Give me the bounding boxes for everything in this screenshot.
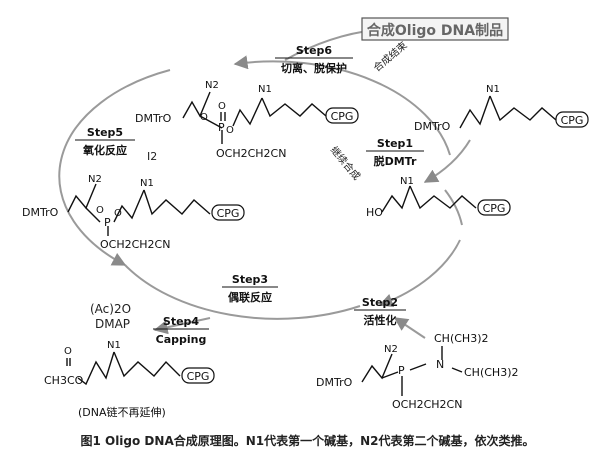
top-o-left: O — [200, 112, 208, 123]
top-o-right: O — [226, 125, 234, 136]
left-o-left: O — [96, 205, 104, 216]
capped-cpg-bead — [181, 367, 215, 384]
step5-reagent: I2 — [147, 150, 157, 163]
step3-title: Step3 — [232, 273, 268, 286]
left-dmtr: DMTrO — [22, 206, 59, 219]
step6-desc: 切离、脱保护 — [281, 61, 347, 75]
step1-note: 继续合成 — [328, 144, 364, 183]
capped-n1: N1 — [107, 340, 121, 351]
arc-step5-to-step3 — [58, 69, 171, 266]
molecule-oxidized-dimer — [182, 91, 327, 144]
step6-note: 合成结束 — [371, 39, 410, 75]
arrow-step1 — [423, 139, 471, 183]
amidite-isopropyl-right: CH(CH3)2 — [464, 366, 518, 379]
amidite-n2: N2 — [384, 344, 398, 355]
molecule-phosphite-dimer — [67, 183, 211, 236]
top-n2: N2 — [205, 80, 219, 91]
arc-step1-bottom — [444, 189, 463, 226]
figure-caption: 图1 Oligo DNA合成原理图。N1代表第一个碱基，N2代表第二个碱基，依次… — [80, 434, 535, 448]
step5-desc: 氧化反应 — [82, 143, 127, 157]
step4-title: Step4 — [163, 315, 200, 328]
left-cyanoethyl: OCH2CH2CN — [100, 238, 170, 251]
molecule-capped — [66, 351, 181, 386]
step5-label: Step5 氧化反应 — [75, 126, 135, 157]
top-cpg: CPG — [331, 110, 354, 123]
left-o-right: O — [114, 208, 122, 219]
left-n2: N2 — [88, 174, 102, 185]
arc-step3 — [124, 264, 361, 320]
top-cyanoethyl: OCH2CH2CN — [216, 147, 286, 160]
capped-cpg: CPG — [187, 370, 210, 383]
step2-label: Step2 活性化 — [354, 296, 406, 327]
step6-title: Step6 — [296, 44, 333, 57]
left-n1: N1 — [140, 178, 154, 189]
start-cpg: CPG — [561, 114, 584, 127]
top-dmtr: DMTrO — [135, 112, 172, 125]
capped-note: (DNA链不再延伸) — [78, 405, 166, 419]
step1-desc: 脱DMTr — [374, 154, 417, 168]
step4-label: Step4 Capping — [153, 315, 209, 346]
arc-step2 — [378, 239, 461, 308]
left-cpg-bead — [211, 204, 245, 221]
top-phosphorus: P — [218, 121, 225, 134]
left-cpg: CPG — [217, 207, 240, 220]
amidite-phosphorus: P — [398, 364, 405, 377]
final-product-box — [361, 17, 509, 41]
synthesis-cycle-diagram: 合成Oligo DNA制品 Step6 切离、脱保护 合成结束 Step5 氧化… — [22, 17, 589, 419]
arrow-step4 — [153, 317, 211, 335]
step2-desc: 活性化 — [364, 313, 397, 327]
step2-title: Step2 — [362, 296, 398, 309]
top-cpg-bead — [325, 107, 359, 124]
molecule-phosphoramidite — [361, 346, 463, 396]
capped-acetyl: CH3CO — [44, 374, 84, 387]
step3-desc: 偶联反应 — [228, 290, 272, 304]
mid-ho: HO — [366, 206, 383, 219]
mid-cpg: CPG — [483, 202, 506, 215]
step1-title: Step1 — [377, 137, 413, 150]
arc-step1-to-step5 — [233, 55, 451, 156]
step3-label: Step3 偶联反应 — [222, 273, 278, 304]
step6-label: Step6 切离、脱保护 — [275, 44, 353, 75]
molecule-deprotected — [381, 185, 477, 213]
step4-reagent-ac2o: (Ac)2O — [90, 302, 131, 316]
amidite-dmtr: DMTrO — [316, 376, 353, 389]
mid-n1: N1 — [400, 176, 414, 187]
left-phosphorus: P — [104, 216, 111, 229]
top-n1: N1 — [258, 84, 272, 95]
step1-label: Step1 脱DMTr — [366, 137, 424, 168]
step5-title: Step5 — [87, 126, 123, 139]
final-product-label: 合成Oligo DNA制品 — [367, 22, 503, 39]
amidite-isopropyl-top: CH(CH3)2 — [434, 332, 488, 345]
step4-desc: Capping — [156, 333, 207, 346]
arrow-step2-reagent — [393, 317, 426, 339]
capped-oxo: O — [64, 346, 72, 357]
step4-reagent-dmap: DMAP — [95, 317, 130, 331]
mid-cpg-bead — [477, 199, 511, 216]
start-cpg-bead — [555, 111, 589, 128]
start-dmtr: DMTrO — [414, 120, 451, 133]
top-p-oxo: O — [218, 101, 226, 112]
amidite-nitrogen: N — [436, 358, 444, 371]
start-n1: N1 — [486, 84, 500, 95]
amidite-cyanoethyl: OCH2CH2CN — [392, 398, 462, 411]
molecule-start — [459, 95, 557, 129]
